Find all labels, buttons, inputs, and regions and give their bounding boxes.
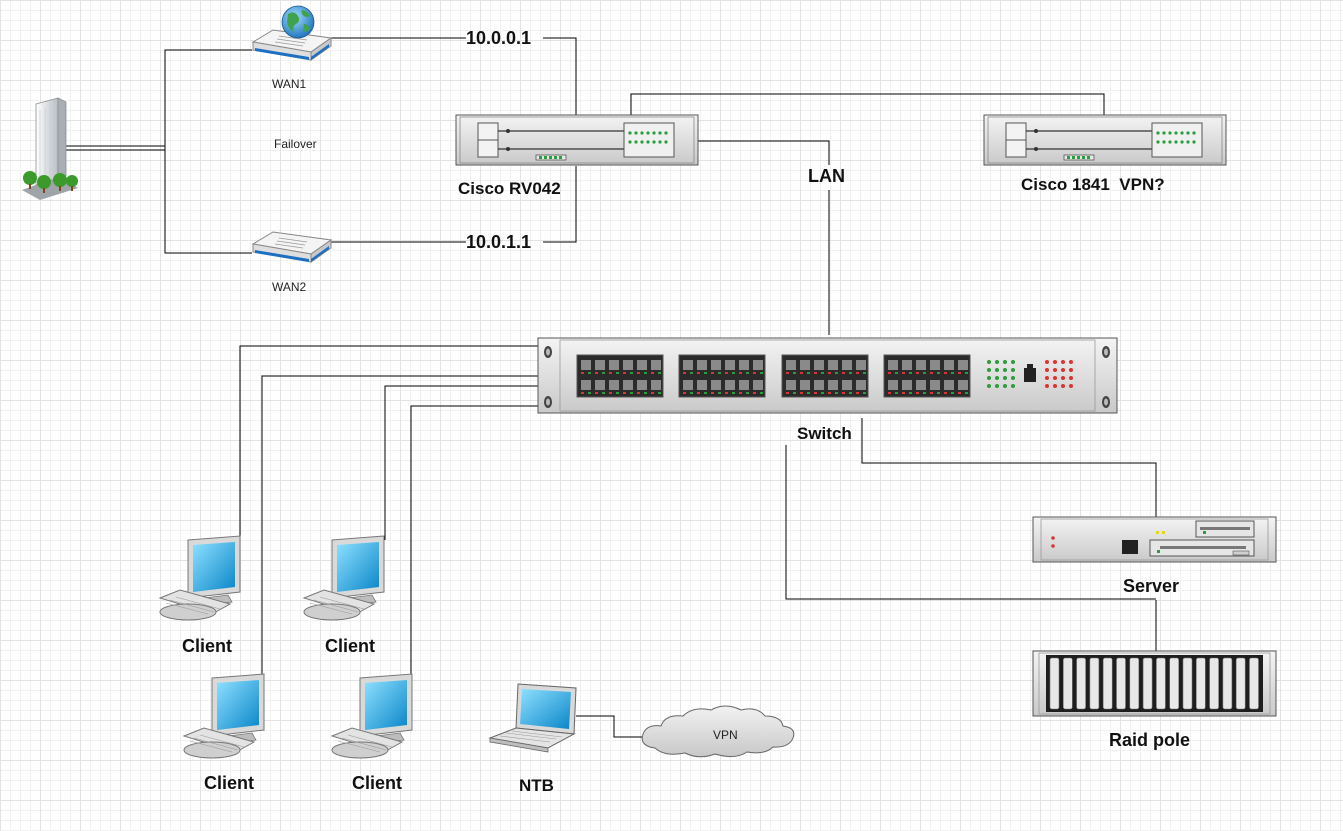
cisco-rv042-router-icon <box>455 114 699 166</box>
wan1-label: WAN1 <box>272 77 307 91</box>
cloud-icon <box>641 705 795 758</box>
raid-drive-bay <box>1049 657 1060 710</box>
failover-label: Failover <box>274 137 317 151</box>
cisco-rv042-label: Cisco RV042 <box>458 179 561 198</box>
raid-drive-bay <box>1182 657 1193 710</box>
connection-lines <box>66 37 1157 738</box>
cisco-1841-router-icon <box>983 114 1227 166</box>
raid-drive-bay <box>1249 657 1259 710</box>
raid-drive-bay <box>1116 657 1126 710</box>
switch-icon <box>537 337 1118 414</box>
raid-drive-bay <box>1235 657 1246 710</box>
raid-drive-bay <box>1129 657 1140 710</box>
raid-drive-bay <box>1169 657 1179 710</box>
raid-icon <box>1032 650 1277 717</box>
ntb-label: NTB <box>519 776 554 795</box>
ip-10-0-1-1-label: 10.0.1.1 <box>466 232 532 252</box>
vpn-label: VPN <box>713 728 738 742</box>
raid-drive-bay <box>1076 657 1086 710</box>
lan-label: LAN <box>808 166 845 186</box>
raid-drive-bay <box>1196 657 1206 710</box>
building-icon <box>22 97 78 200</box>
globe-icon <box>281 5 315 39</box>
client-computer-icon-1 <box>159 535 241 621</box>
cisco-1841-label: Cisco 1841 VPN? <box>1021 175 1165 194</box>
laptop-icon <box>488 683 577 753</box>
raid-drive-bay <box>1142 657 1153 710</box>
raid-drive-bay <box>1063 657 1073 710</box>
server-label: Server <box>1123 576 1180 596</box>
raid-drive-bay <box>1102 657 1113 710</box>
raid-drive-bay <box>1156 657 1166 710</box>
client-label-1: Client <box>182 636 233 656</box>
client-label-2: Client <box>325 636 376 656</box>
raid-drive-bay <box>1089 657 1100 710</box>
client-label-4: Client <box>352 773 403 793</box>
client-label-3: Client <box>204 773 255 793</box>
raid-drive-bay <box>1209 657 1219 710</box>
wan2-modem-icon <box>252 231 332 263</box>
ip-10-0-0-1-label: 10.0.0.1 <box>466 28 532 48</box>
raid-drive-bay <box>1222 657 1233 710</box>
switch-label: Switch <box>797 424 852 443</box>
client-computer-icon-4 <box>331 673 413 759</box>
wan2-label: WAN2 <box>272 280 307 294</box>
client-computer-icon-3 <box>183 673 265 759</box>
server-icon <box>1032 516 1277 563</box>
client-computer-icon-2 <box>303 535 385 621</box>
raid-label: Raid pole <box>1109 730 1191 750</box>
